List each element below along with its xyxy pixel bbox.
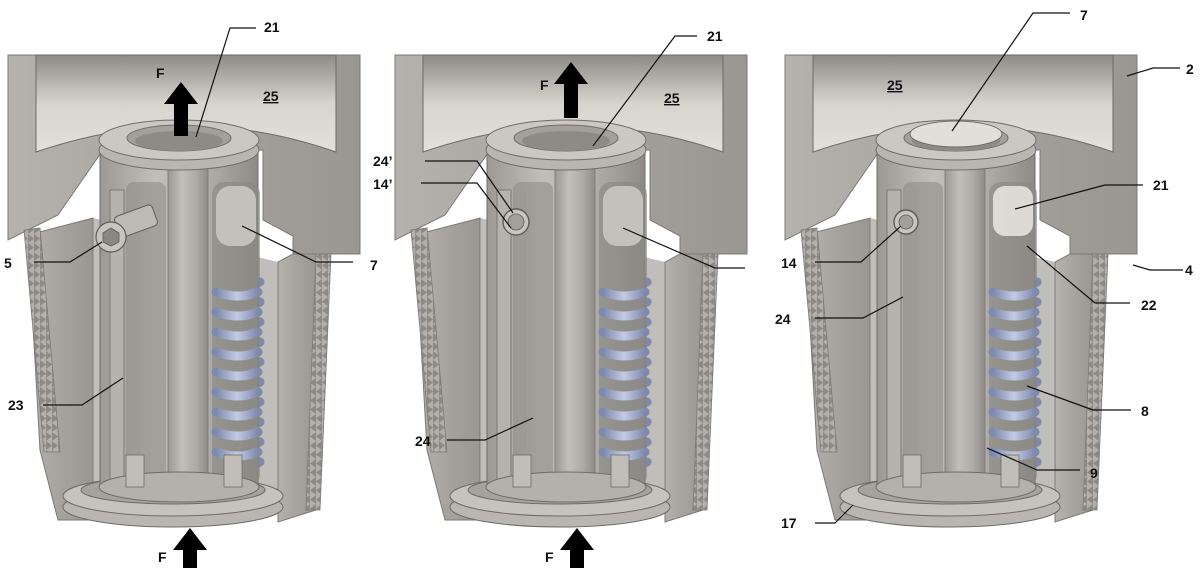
callout-21: 21 (707, 28, 723, 44)
chamber-label: 25 (887, 77, 903, 93)
force-label-bottom: F (158, 549, 167, 565)
callout-2: 2 (1186, 61, 1194, 77)
force-arrow-up-top (164, 82, 198, 136)
force-arrow-up-bottom (560, 528, 594, 568)
panel-3: 25 7 2 21 14 4 22 24 8 9 17 (775, 7, 1194, 531)
callout-7: 7 (1080, 7, 1088, 23)
chamber-label: 25 (263, 88, 279, 104)
callout-23: 23 (8, 397, 24, 413)
callout-14-prime: 14’ (373, 176, 392, 192)
callout-9: 9 (1090, 465, 1098, 481)
callout-21: 21 (1153, 177, 1169, 193)
callout-14: 14 (781, 255, 797, 271)
callout-24: 24 (775, 311, 791, 327)
force-arrow-up-top (554, 62, 588, 118)
bolt-5 (95, 204, 158, 253)
callout-8: 8 (1141, 403, 1149, 419)
chamber-label: 25 (664, 90, 680, 106)
callout-4: 4 (1185, 262, 1193, 278)
force-arrow-up-bottom (173, 528, 207, 568)
callout-17: 17 (781, 515, 797, 531)
force-label-top: F (156, 65, 165, 81)
callout-22: 22 (1141, 297, 1157, 313)
callout-24: 24 (415, 433, 431, 449)
force-label-top: F (540, 77, 549, 93)
callout-21: 21 (264, 19, 280, 35)
callout-7: 7 (370, 257, 378, 273)
callout-24-prime: 24’ (373, 153, 392, 169)
panel-1: F F 25 21 5 7 23 (4, 19, 378, 568)
panel-2: F F 25 21 24’ 14’ 24 (373, 28, 747, 568)
callout-5: 5 (4, 255, 12, 271)
force-label-bottom: F (545, 549, 554, 565)
